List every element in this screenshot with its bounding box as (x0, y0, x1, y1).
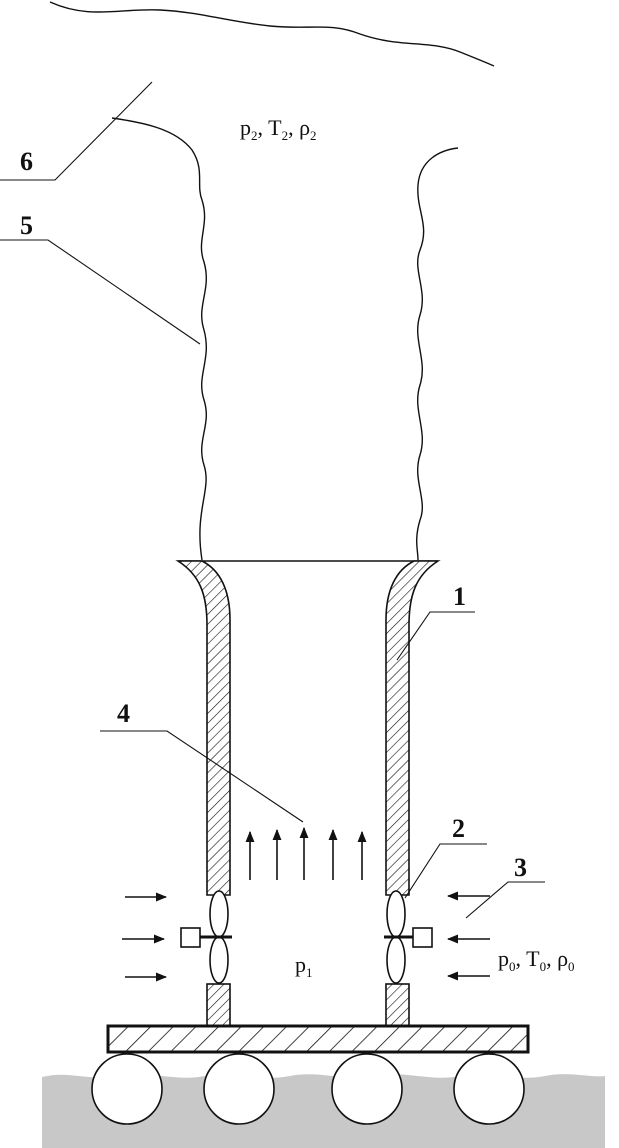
label-3: 3 (514, 853, 527, 882)
fan-blade (209, 890, 229, 938)
state-label-ambient: p0, T0, ρ0 (498, 946, 575, 974)
state-label-top: p2, T2, ρ2 (240, 115, 317, 143)
fan-blade (386, 890, 406, 938)
plume-right-wall (416, 147, 459, 561)
platform (106, 1024, 530, 1054)
chimney-left-wall (175, 560, 231, 896)
right-inflow-arrows (446, 891, 490, 981)
plume-left-wall (111, 117, 208, 561)
label-2: 2 (452, 814, 465, 843)
leader-line-6 (0, 81, 153, 181)
fan-motor (412, 927, 433, 948)
fan-blade (386, 936, 406, 984)
leader-line-2 (404, 843, 487, 899)
right-support-post (385, 983, 410, 1027)
float (203, 1053, 275, 1125)
label-5: 5 (20, 211, 33, 240)
chimney-right-wall (385, 560, 441, 896)
leader-line-3 (465, 881, 545, 919)
float (91, 1053, 163, 1125)
fan-blade (209, 936, 229, 984)
fan-motor (180, 927, 201, 948)
right-fan (384, 890, 433, 984)
label-6: 6 (20, 147, 33, 176)
float (331, 1053, 403, 1125)
left-fan (180, 890, 232, 984)
leader-lines (0, 81, 545, 919)
updraft-arrows (245, 826, 367, 880)
leader-line-5 (0, 239, 201, 345)
floats (91, 1053, 525, 1125)
label-4: 4 (117, 699, 130, 728)
upper-boundary-line (49, 1, 495, 67)
leader-line-1 (396, 611, 475, 661)
left-inflow-arrows (122, 892, 168, 982)
label-1: 1 (453, 582, 466, 611)
left-support-post (206, 983, 231, 1027)
leader-line-4 (100, 730, 304, 823)
state-label-inner: p1 (295, 952, 313, 980)
float (453, 1053, 525, 1125)
